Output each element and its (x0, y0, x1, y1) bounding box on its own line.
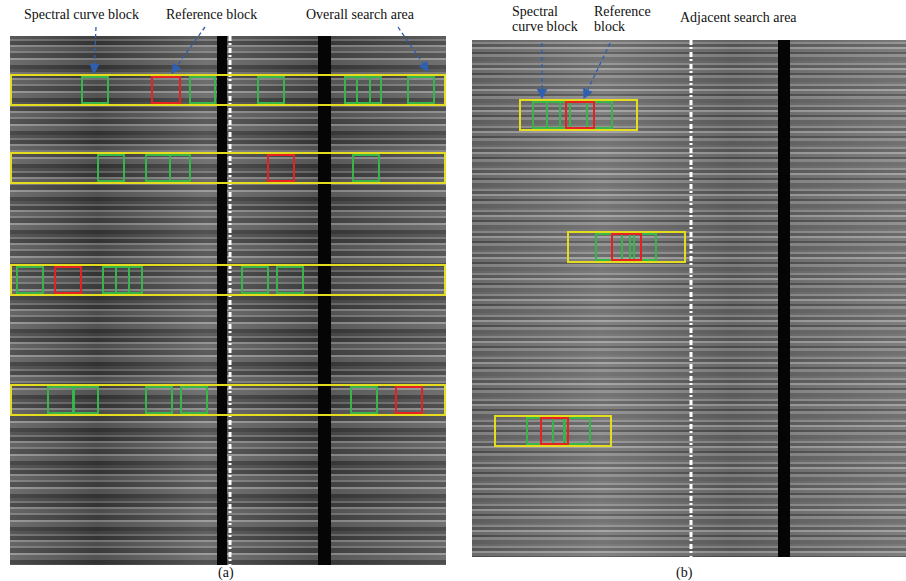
annotation-label: Reference block (166, 7, 296, 22)
panel-label: (a) (218, 565, 258, 580)
annotation-label: Spectral curve block (512, 4, 584, 34)
hyperspectral-image (10, 36, 446, 565)
panel-label: (b) (676, 565, 716, 580)
annotation-label: Reference block (594, 4, 658, 34)
annotation-label: Overall search area (306, 7, 456, 22)
hyperspectral-image (472, 40, 906, 557)
annotation-label: Adjacent search area (680, 10, 840, 25)
annotation-label: Spectral curve block (24, 7, 174, 22)
